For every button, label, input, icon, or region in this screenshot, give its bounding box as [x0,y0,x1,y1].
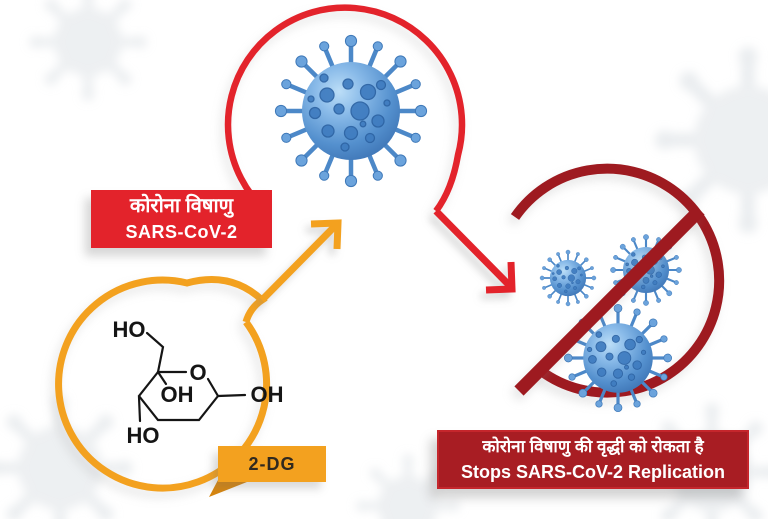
corona-virus-label-english: SARS-CoV-2 [125,222,238,242]
atom-oh-inner: OH [161,382,194,407]
virus-circle [224,4,466,213]
atom-ho-bottom: HO [127,423,160,448]
2dg-arrow-icon [259,219,342,303]
corona-virus-label-hindi: कोरोना विषाणु [129,195,234,217]
result-label: कोरोना विषाणु की वृद्धी को रोकता है Stop… [437,430,749,489]
corona-virus-label: कोरोना विषाणु SARS-CoV-2 [91,190,272,248]
blocked-virus-icon [539,249,597,307]
atom-ho-top: HO [113,317,146,342]
molecule-atom-labels: HO O OH OH HO [113,317,284,448]
2dg-label-tail [209,480,252,497]
result-label-hindi: कोरोना विषाणु की वृद्धी को रोकता है [482,437,704,456]
watermark-virus-icon [655,47,768,233]
coronavirus-icon [275,35,426,186]
atom-oh-right: OH [251,382,284,407]
2dg-circle [55,275,271,492]
2dg-label-text: 2-DG [248,454,296,474]
2dg-label: 2-DG [218,446,326,482]
no-symbol-slash [514,205,705,396]
watermark-virus-icon [29,0,146,101]
result-label-english: Stops SARS-CoV-2 Replication [460,462,726,482]
molecule-structure [137,331,247,423]
replication-arrow-icon [433,208,516,294]
atom-ring-o: O [189,360,206,385]
